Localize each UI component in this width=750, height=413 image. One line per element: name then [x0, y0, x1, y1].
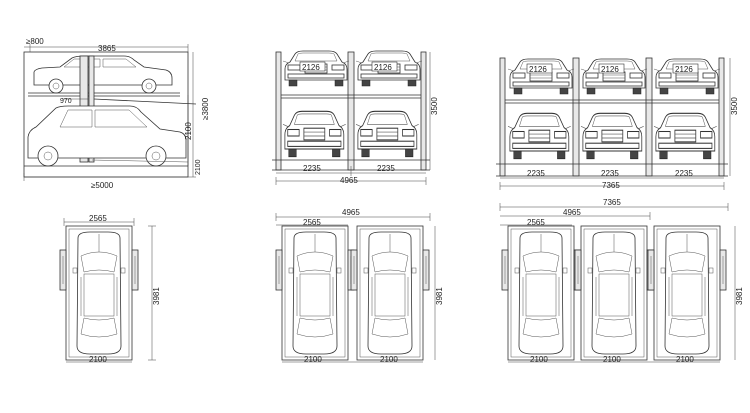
total-width-dim: 7365 [602, 181, 620, 190]
plate-label: 2126 [601, 65, 619, 74]
plate-label: 2126 [529, 65, 547, 74]
front-view-three-bay: 2126 2126 2126 3500 2235 2235 2235 7365 [496, 57, 739, 190]
length-dim: 3981 [152, 287, 161, 305]
bay-width-dim: 2235 [303, 164, 321, 173]
side-view: ≥800 3865 970 [23, 37, 210, 190]
plan-view-single: 2565 3981 2100 [59, 214, 161, 364]
bay-width-dim: 2235 [601, 169, 619, 178]
top-width-dim: 2565 [89, 214, 107, 223]
length-dim: 3981 [435, 287, 444, 305]
bay-width-dim: 2235 [377, 164, 395, 173]
bottom-width-dim: 2100 [304, 355, 322, 364]
upper-clearance-dim: 2100 [184, 122, 193, 140]
lower-car [27, 105, 187, 167]
front-view-two-bay: 2126 2126 3500 2235 2235 4965 [272, 50, 439, 185]
bottom-width-dim: 2100 [380, 355, 398, 364]
bay-width-dim: 2235 [675, 169, 693, 178]
plate-label: 2126 [374, 63, 392, 72]
approach-dim: ≥800 [26, 37, 44, 46]
length-dim: 3865 [98, 44, 116, 53]
bottom-width-dim: 2100 [603, 355, 621, 364]
sub-width-dim: 2565 [527, 218, 545, 227]
total-width-dim: 4965 [340, 176, 358, 185]
upper-car [33, 55, 173, 94]
bottom-dim: 2100 [195, 159, 202, 175]
plate-label: 2126 [675, 65, 693, 74]
length-dim: 3981 [735, 287, 744, 305]
platform-gap-dim: 970 [60, 98, 72, 105]
plan-view-double: 4965 2565 3981 2100 2100 [275, 208, 444, 364]
bottom-width-dim: 2100 [530, 355, 548, 364]
floor-dim: ≥5000 [91, 181, 114, 190]
bottom-width-dim: 2100 [89, 355, 107, 364]
top-width-dim: 2565 [303, 218, 321, 227]
top-width-dim: 4965 [563, 208, 581, 217]
total-width-dim: 7365 [603, 198, 621, 207]
bottom-width-dim: 2100 [676, 355, 694, 364]
height-dim: ≥3800 [201, 97, 210, 120]
plan-view-triple: 7365 4965 2565 3981 2100 2100 2100 [499, 198, 744, 364]
bay-width-dim: 2235 [527, 169, 545, 178]
total-width-dim: 4965 [342, 208, 360, 217]
height-dim: 3500 [430, 97, 439, 115]
height-dim: 3500 [730, 97, 739, 115]
plate-label: 2126 [302, 63, 320, 72]
